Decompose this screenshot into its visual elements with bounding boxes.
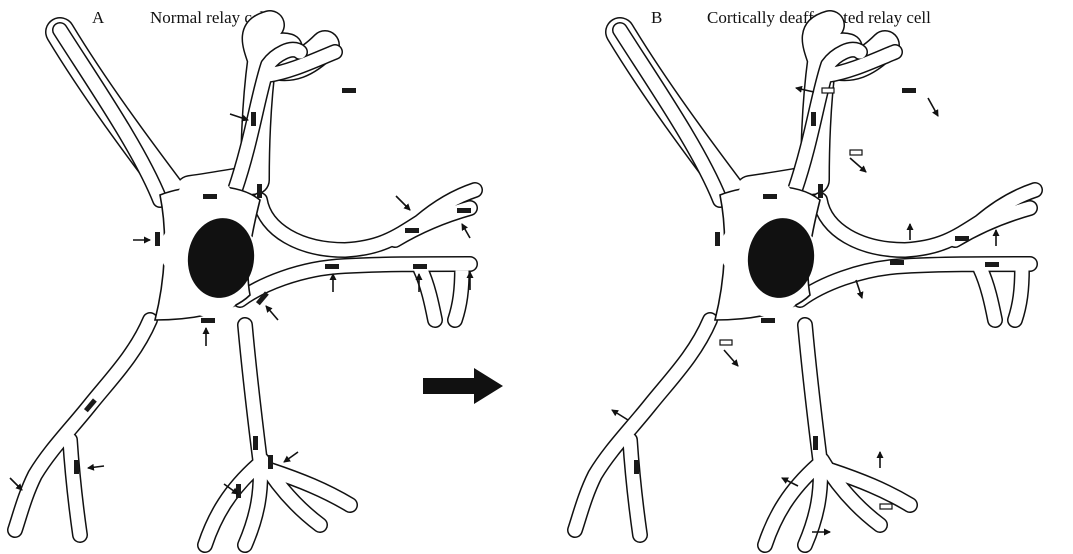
normal-relay-cell xyxy=(10,25,475,545)
right-arrow-icon xyxy=(423,368,503,404)
deafferented-relay-cell xyxy=(575,25,1035,545)
